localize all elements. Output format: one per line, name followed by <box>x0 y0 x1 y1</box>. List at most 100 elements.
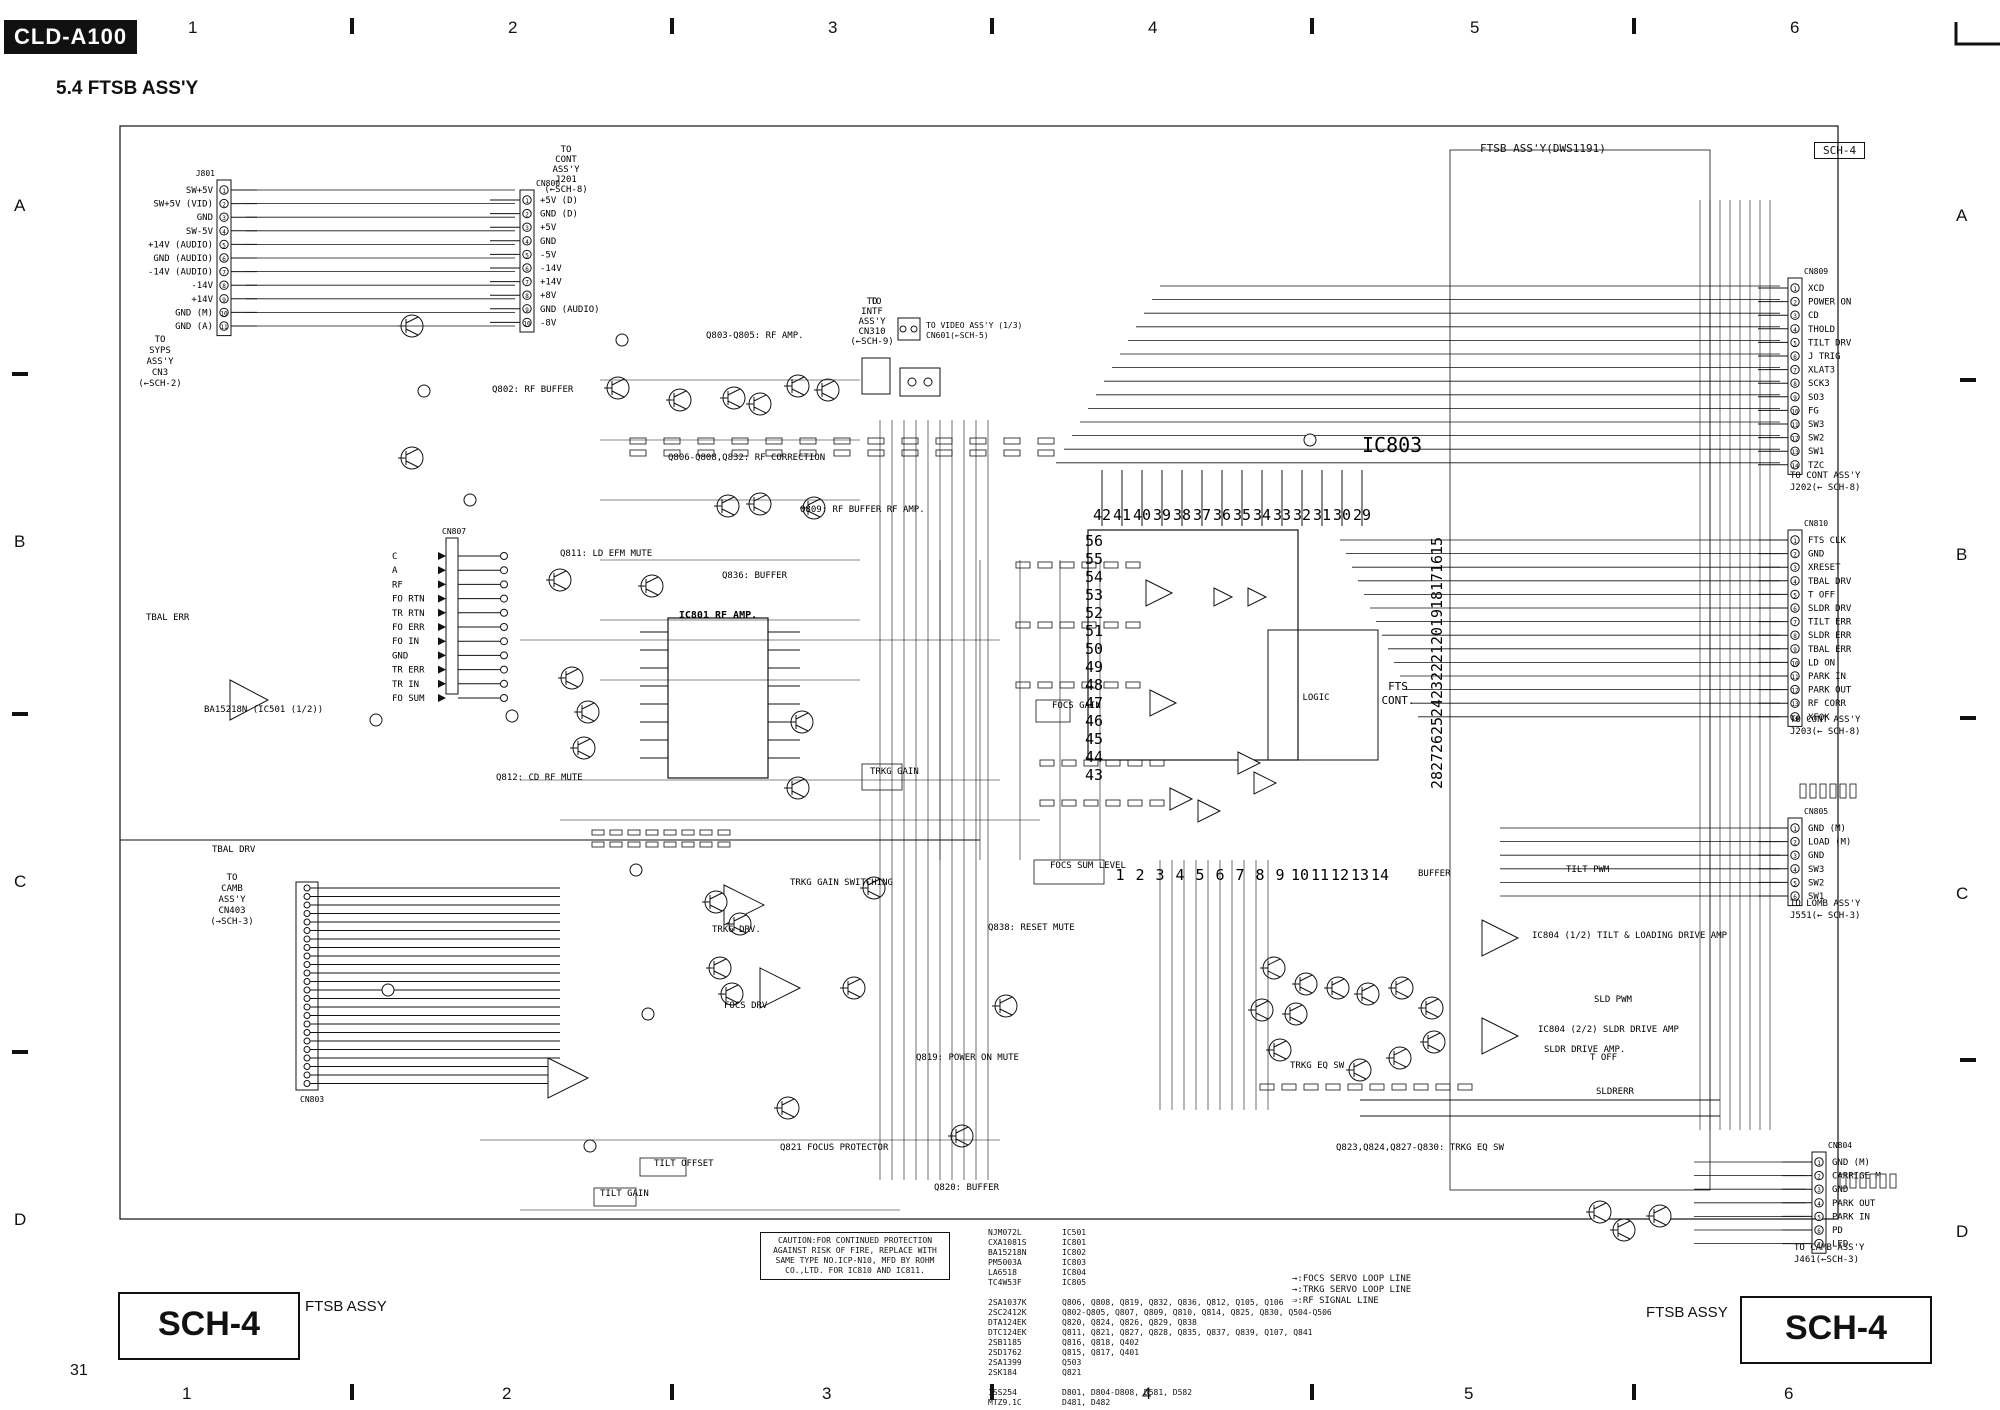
pin-number: 7 <box>1817 1242 1821 1249</box>
pin-number: 8 <box>222 283 226 290</box>
box <box>663 841 677 848</box>
box <box>1061 799 1077 807</box>
terminal <box>1814 1170 1824 1181</box>
wire <box>1299 974 1313 982</box>
block-label: Q821 FOCUS PROTECTOR <box>780 1143 889 1153</box>
pin-number: 1 <box>1793 538 1797 545</box>
wire <box>1425 1010 1439 1018</box>
wire <box>1617 1232 1631 1240</box>
pin-number: 6 <box>1793 894 1797 901</box>
pin-number: 4 <box>1793 327 1797 334</box>
connector-dest: TO <box>871 297 882 307</box>
pin-number: 55 <box>1085 550 1103 568</box>
terminal <box>1790 296 1800 307</box>
page-number: 31 <box>70 1362 88 1379</box>
terminal <box>303 927 311 934</box>
box <box>1829 783 1837 799</box>
wire <box>1361 996 1375 1004</box>
pin-number: 3 <box>1793 565 1797 572</box>
terminal <box>1790 324 1800 334</box>
box <box>1059 621 1075 629</box>
box <box>1347 1083 1363 1091</box>
block-label: Q820: BUFFER <box>934 1183 1000 1193</box>
pin-arrow <box>438 594 446 603</box>
pin-number: 20 <box>1428 627 1446 645</box>
terminal <box>1790 712 1800 722</box>
wire <box>721 508 735 516</box>
terminal <box>1790 850 1800 860</box>
wire <box>999 1008 1013 1016</box>
wire <box>405 460 419 468</box>
terminal <box>1790 657 1800 668</box>
block-label: TILT PWM <box>1566 865 1610 875</box>
box <box>1799 783 1807 799</box>
col-label: 3 <box>828 18 838 37</box>
reg-tick <box>1310 1384 1314 1400</box>
terminal <box>1790 698 1800 708</box>
box <box>1105 759 1121 767</box>
op-amp <box>1481 919 1520 957</box>
box <box>1103 621 1119 629</box>
box <box>629 437 647 445</box>
box <box>901 437 919 445</box>
pin-label: +14V (AUDIO) <box>148 240 213 250</box>
box <box>1849 1173 1857 1189</box>
pin-number: 27 <box>1428 753 1446 771</box>
list-line: Q802-Q805, Q807, Q809, Q810, Q814, Q825,… <box>1062 1308 1332 1317</box>
wire <box>821 380 835 388</box>
row-label: B <box>1956 545 1968 564</box>
col-label: 6 <box>1790 18 1800 37</box>
reg-tick <box>1632 18 1636 34</box>
block-label: TRKG DRV. <box>712 925 761 935</box>
pin-label: +5V (D) <box>540 196 578 206</box>
box <box>1035 699 1071 723</box>
box <box>1809 783 1817 799</box>
wire <box>821 392 835 400</box>
pin-number: 49 <box>1085 658 1103 676</box>
block-label: Q836: BUFFER <box>722 571 788 581</box>
connector-dest: CAMB <box>221 884 243 894</box>
list-line: 2SC2412K <box>988 1308 1027 1317</box>
list-line: PM5003A <box>988 1258 1022 1267</box>
connector-dest: (←SCH-2) <box>138 379 181 389</box>
box <box>1015 561 1031 569</box>
pin-number: 9 <box>1793 395 1797 402</box>
terminal <box>1790 337 1800 348</box>
pin-number: 6 <box>525 266 529 273</box>
sch-box-left: SCH-4 <box>118 1292 300 1360</box>
terminal <box>1790 562 1800 572</box>
terminal <box>923 377 933 387</box>
pin-number: 5 <box>525 252 529 259</box>
pin-number: 19 <box>1428 609 1446 627</box>
block-label: TBAL ERR <box>146 613 190 623</box>
box <box>861 763 903 791</box>
terminal <box>369 713 383 727</box>
pin-number: 2 <box>1135 866 1144 884</box>
terminal <box>629 863 643 877</box>
pin-number: 8 <box>1793 633 1797 640</box>
terminal <box>303 910 311 917</box>
box <box>867 449 885 457</box>
connector-dest: CN601(←SCH-5) <box>926 331 989 340</box>
terminal <box>303 1071 311 1079</box>
reg-tick <box>1632 1384 1636 1400</box>
terminal <box>1814 1238 1824 1249</box>
row-label: D <box>1956 1222 1969 1241</box>
box <box>1125 621 1141 629</box>
block-label: Q811: LD EFM MUTE <box>560 549 652 559</box>
wire <box>1331 990 1345 998</box>
box <box>765 449 783 457</box>
sch-tag: SCH-4 <box>1814 142 1866 159</box>
box <box>1127 759 1143 767</box>
pin-number: 28 <box>1428 771 1446 789</box>
sch-box-right: SCH-4 <box>1740 1296 1932 1364</box>
signal-legend: →:FOCS SERVO LOOP LINE→:TRKG SERVO LOOP … <box>1292 1274 1411 1307</box>
pin-arrow <box>438 566 446 575</box>
pin-label: C <box>392 552 397 562</box>
ic-name: IC801 RF AMP. <box>679 610 757 621</box>
reg-tick <box>1960 716 1976 720</box>
wire <box>1593 1214 1607 1222</box>
wire <box>405 328 419 336</box>
wire <box>753 394 767 402</box>
box <box>717 829 731 836</box>
